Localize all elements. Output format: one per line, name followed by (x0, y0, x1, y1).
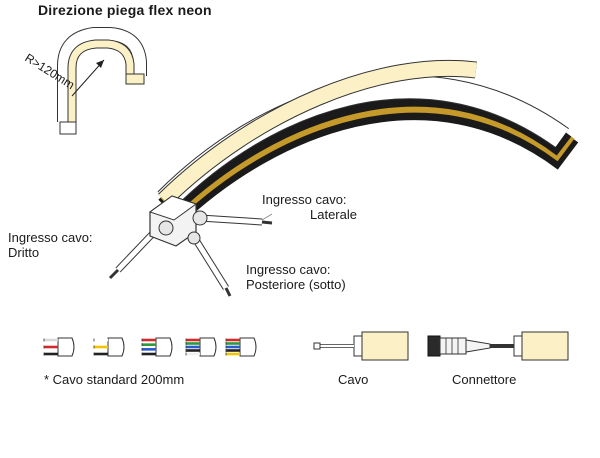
side-cable (199, 215, 263, 225)
rear-entry-label-line1: Ingresso cavo: (246, 262, 331, 277)
radius-arrow (71, 59, 105, 97)
straight-cable-tip (108, 268, 120, 280)
wire-set (225, 337, 257, 357)
bend-sample-end-cap-right (125, 73, 145, 85)
connector-sample-cap (513, 335, 523, 357)
neon-strip (157, 59, 579, 225)
rear-gland (187, 231, 201, 245)
straight-entry-label-line2: Dritto (8, 245, 40, 260)
wire-set-housing (107, 337, 125, 357)
radius-arrow-head (96, 60, 104, 68)
wire-set (43, 337, 75, 357)
wire-set (185, 337, 217, 357)
rear-entry-label-line2: Posteriore (sotto) (246, 277, 346, 292)
side-leader (261, 213, 273, 221)
strip-face (158, 60, 477, 206)
rear-cable-tip (224, 287, 232, 297)
side-entry-label-line2: Laterale (310, 207, 357, 222)
side-entry-label: Ingresso cavo: Laterale (262, 192, 357, 222)
wire-set (141, 337, 173, 357)
bend-sample-face (68, 40, 134, 122)
wire-set-housing (239, 337, 257, 357)
connector-plug-body (439, 337, 467, 355)
cable-sample-cap (353, 335, 363, 357)
rear-entry-label: Ingresso cavo: Posteriore (sotto) (246, 262, 346, 292)
cable-label: Cavo (338, 372, 369, 387)
bend-radius-sample: R>120mm (22, 27, 147, 135)
end-cap (108, 195, 273, 297)
wire-set (93, 337, 125, 357)
straight-entry-label: Ingresso cavo: Dritto (8, 230, 93, 260)
connector-plug-nut (427, 335, 441, 357)
connector-label: Connettore (452, 372, 517, 387)
bend-sample-end-cap (59, 121, 77, 135)
side-entry-label-line1: Ingresso cavo: (262, 192, 347, 207)
standard-cable-note: * Cavo standard 200mm (44, 372, 185, 387)
wire-sets (43, 337, 257, 357)
bend-sample-face-outline (67, 39, 135, 122)
wire-set-housing (57, 337, 75, 357)
end-cap-top (148, 195, 198, 221)
connector-sample (427, 331, 569, 361)
bend-sample-back (58, 28, 146, 122)
rear-cable (193, 238, 229, 290)
side-gland (192, 210, 208, 226)
side-cable-tip (261, 220, 273, 225)
cable-sample-strip (361, 331, 409, 361)
connector-plug-tail (465, 339, 491, 353)
cable-sample-tip (313, 342, 321, 350)
diagram-title: Direzione piega flex neon (38, 2, 212, 18)
cable-sample (313, 331, 409, 361)
wire-set-housing (155, 337, 173, 357)
straight-entry-label-line1: Ingresso cavo: (8, 230, 93, 245)
connector-sample-strip (521, 331, 569, 361)
wire-set-housing (199, 337, 217, 357)
straight-gland (158, 220, 174, 236)
